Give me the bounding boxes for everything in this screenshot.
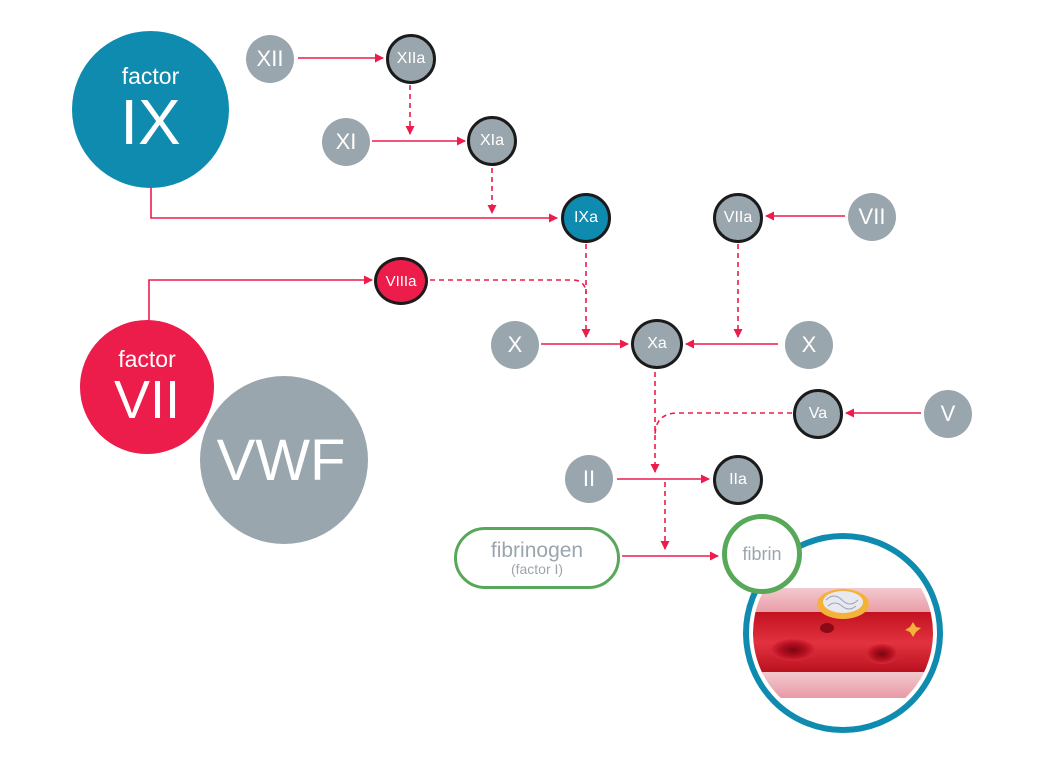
node-ii: II xyxy=(565,455,613,503)
arrow-factorvii-viiia xyxy=(148,275,373,322)
node-xiia-label: XIIa xyxy=(396,50,426,67)
node-viia: VIIa xyxy=(713,193,763,243)
node-vii: VII xyxy=(848,193,896,241)
vwf-label: VWF xyxy=(216,427,346,493)
node-xii-label: XII xyxy=(256,46,284,71)
fibrinogen-label: fibrinogen xyxy=(490,538,584,562)
factor-vii-circle: factor VII xyxy=(80,320,214,454)
node-va-label: Va xyxy=(808,405,828,422)
node-iia: IIa xyxy=(713,455,763,505)
node-ii-label: II xyxy=(582,466,596,491)
node-xa-label: Xa xyxy=(647,335,667,352)
node-xiia: XIIa xyxy=(386,34,436,84)
arrow-factorix-ixa xyxy=(150,185,558,223)
node-va: Va xyxy=(793,389,843,439)
node-xia-label: XIa xyxy=(479,132,504,149)
factor-ix-circle: factor IX xyxy=(72,31,229,188)
factor-ix-label: IX xyxy=(120,86,181,158)
node-viiia: VIIIa xyxy=(374,257,428,305)
node-viia-label: VIIa xyxy=(723,209,753,226)
vwf-circle: VWF xyxy=(200,376,368,544)
node-ixa-label: IXa xyxy=(573,209,598,226)
node-xi: XI xyxy=(322,118,370,166)
factor-vii-label: VII xyxy=(113,369,181,430)
node-x-right: X xyxy=(785,321,833,369)
node-iia-label: IIa xyxy=(729,471,747,488)
node-xia: XIa xyxy=(467,116,517,166)
node-x-left-label: X xyxy=(507,332,523,357)
node-xa: Xa xyxy=(631,319,683,369)
node-viiia-label: VIIIa xyxy=(385,272,417,290)
node-xii: XII xyxy=(246,35,294,83)
magnifier-ring xyxy=(743,533,943,733)
node-vii-label: VII xyxy=(858,204,886,229)
fibrinogen-pill: fibrinogen (factor I) xyxy=(454,527,620,589)
node-x-left: X xyxy=(491,321,539,369)
fibrinogen-sublabel: (factor I) xyxy=(510,560,564,577)
dashed-va-to-ii-iia xyxy=(654,412,792,437)
dashed-viiia-to-xa xyxy=(430,279,587,295)
node-x-right-label: X xyxy=(801,332,817,357)
fibrin-label: fibrin xyxy=(742,543,782,564)
factor-vii-prefix: factor xyxy=(118,345,176,372)
fibrin-circle: fibrin xyxy=(722,514,802,594)
node-ixa: IXa xyxy=(561,193,611,243)
node-xi-label: XI xyxy=(335,129,357,154)
node-v: V xyxy=(924,390,972,438)
node-v-label: V xyxy=(940,401,956,426)
factor-ix-prefix: factor xyxy=(121,63,180,89)
